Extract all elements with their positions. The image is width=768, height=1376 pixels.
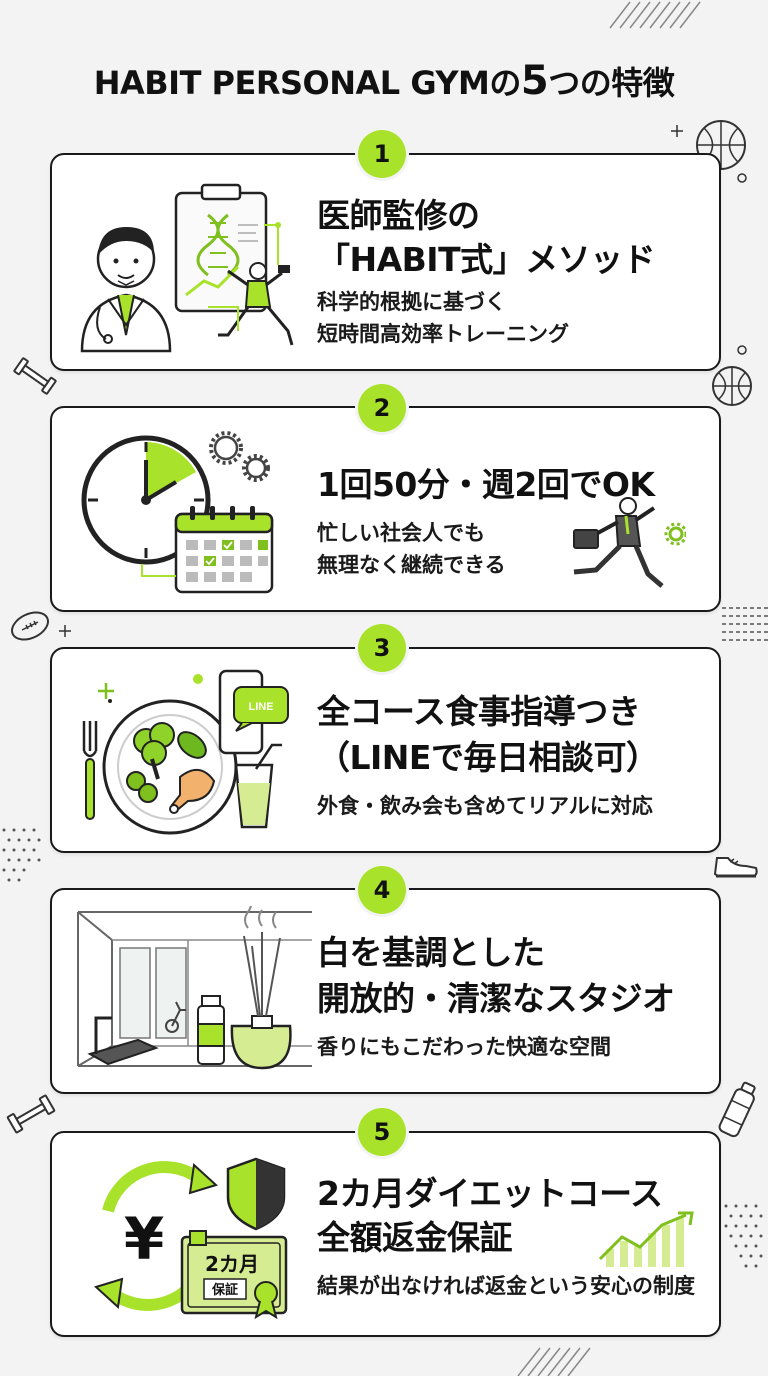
feature-1-desc-line2: 短時間高効率トレーニング [317,322,569,346]
chat-label: LINE [248,701,273,713]
feature-4-title-line2: 開放的・清潔なスタジオ [317,979,675,1018]
feature-5-desc-line1: 結果が出なければ返金という安心の制度 [317,1274,695,1298]
feature-2-desc-line2: 無理なく継続できる [317,553,506,577]
feature-5-title-line1: 2カ月ダイエットコース [317,1174,663,1213]
small-circle-icon [737,173,747,183]
dot-pattern-icon [2,828,41,882]
title-number: 5 [520,58,549,104]
feature-4-title-line1: 白を基調とした [317,933,545,972]
sneaker-icon [713,857,758,878]
feature-2-number-badge: 2 [358,384,406,432]
speed-lines-decoration-icon [722,607,768,641]
feature-1-number-badge: 1 [358,130,406,178]
feature-3-number-badge: 3 [358,624,406,672]
title-prefix: HABIT PERSONAL GYMの [93,64,522,102]
yen-symbol: ¥ [124,1205,164,1273]
certificate-label: 保証 [211,1282,238,1298]
feature-1-desc-line1: 科学的根拠に基づく [317,290,506,314]
feature-3-title-line1: 全コース食事指導つき [317,692,641,731]
refund-guarantee-illustration-icon: ¥ 2カ月 保証 [94,1157,288,1320]
dumbbell-icon [6,1094,56,1134]
stripe-decoration-icon [517,1347,591,1376]
feature-1-title-line1: 医師監修の [317,196,480,235]
football-icon [11,611,49,641]
title-suffix: つの特徴 [548,64,675,102]
meal-plan-illustration-icon: LINE [82,669,289,835]
dot-pattern-icon [724,1204,763,1268]
dumbbell-icon [13,357,57,395]
small-plus-icon [671,125,683,137]
small-plus-icon [59,625,71,637]
feature-4-number-badge: 4 [358,866,406,914]
basketball-icon [696,120,746,170]
page-title: HABIT PERSONAL GYMの5つの特徴 [0,58,768,104]
clock-calendar-illustration-icon [81,431,274,594]
feature-card-5: ¥ 2カ月 保証 2カ月ダイエットコース 全額返金保証 結果が出なければ返金とい… [50,1131,721,1337]
feature-card-2: 1回50分・週2回でOK 忙しい社会人でも 無理なく継続できる [50,406,721,612]
studio-room-illustration-icon [77,906,312,1070]
small-circle-icon [737,345,747,355]
feature-card-4: 白を基調とした 開放的・清潔なスタジオ 香りにもこだわった快適な空間 [50,888,721,1094]
feature-4-desc-line1: 香りにもこだわった快適な空間 [317,1035,611,1059]
feature-card-3: LINE 全コース食事指導つき （LINEで毎日相談可） 外食・飲み会も含めてリ… [50,647,721,853]
doctor-trainer-illustration-icon [80,183,294,353]
stripe-decoration-icon [609,1,701,29]
feature-3-desc-line1: 外食・飲み会も含めてリアルに対応 [317,794,653,818]
certificate-title: 2カ月 [205,1252,259,1276]
feature-3-title-line2: （LINEで毎日相談可） [317,738,659,777]
feature-2-desc-line1: 忙しい社会人でも [317,521,485,545]
feature-card-1: 医師監修の 「HABIT式」メソッド 科学的根拠に基づく 短時間高効率トレーニン… [50,153,721,371]
feature-1-title-line2: 「HABIT式」メソッド [317,240,656,279]
basketball-icon [712,366,752,406]
feature-2-title-line1: 1回50分・週2回でOK [317,465,655,504]
feature-5-title-line2: 全額返金保証 [317,1218,513,1257]
water-bottle-icon [718,1081,756,1138]
running-businessman-icon [573,497,686,588]
growth-chart-icon [598,1211,694,1267]
feature-5-number-badge: 5 [358,1108,406,1156]
